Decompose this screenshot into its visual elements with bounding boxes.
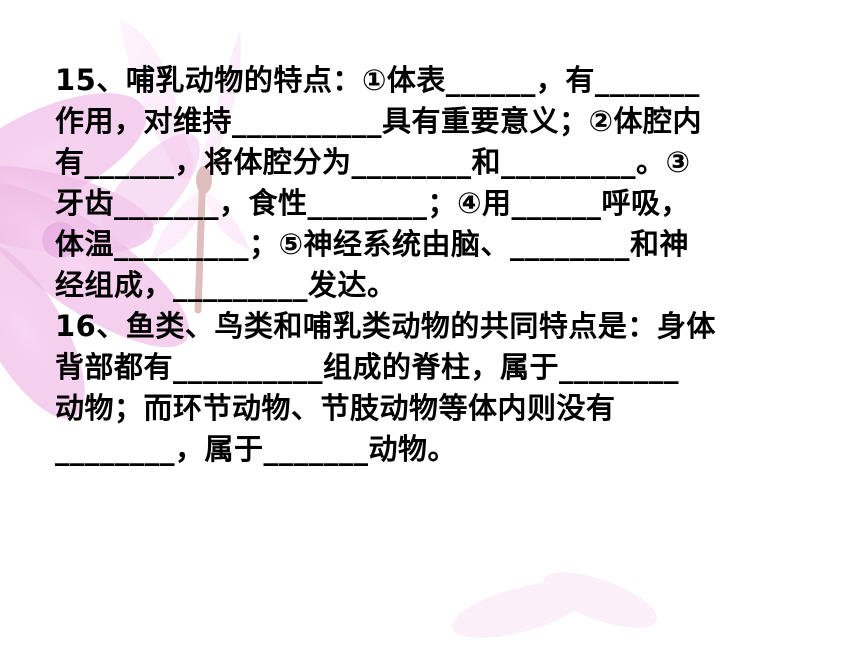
flower-petals [0, 93, 200, 419]
question-15-line: 牙齿_______，食性________；④用______呼吸， [55, 186, 691, 220]
dragonfly [120, 20, 250, 314]
question-16: 16、鱼类、鸟类和哺乳类动物的共同特点是：身体 背部都有__________组成… [55, 306, 815, 470]
question-16-line: ________，属于_______动物。 [55, 432, 458, 466]
question-15-line: 体温_________；⑤神经系统由脑、________和神 [55, 227, 690, 261]
question-15: 15、哺乳动物的特点：①体表______，有_______ 作用，对维持____… [55, 60, 815, 306]
question-15-line: 15、哺乳动物的特点：①体表______，有_______ [55, 63, 700, 97]
question-16-line: 16、鱼类、鸟类和哺乳类动物的共同特点是：身体 [55, 309, 716, 343]
faint-flower [452, 572, 657, 638]
question-16-line: 动物；而环节动物、节肢动物等体内则没有 [55, 391, 616, 425]
question-15-line: 有______，将体腔分为________和_________。③ [55, 145, 691, 179]
question-15-line: 作用，对维持__________具有重要意义；②体腔内 [55, 104, 703, 138]
question-15-line: 经组成，_________发达。 [55, 268, 397, 302]
question-16-line: 背部都有__________组成的脊柱，属于________ [55, 350, 680, 384]
question-text: 15、哺乳动物的特点：①体表______，有_______ 作用，对维持____… [55, 60, 815, 470]
